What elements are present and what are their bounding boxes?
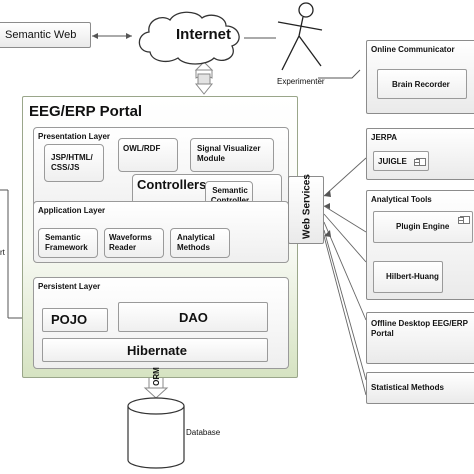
left-fragment-label: rt	[0, 248, 5, 257]
portal-box: EEG/ERP Portal Presentation Layer JSP/HT…	[22, 96, 298, 378]
jsp-label: JSP/HTML/ CSS/JS	[51, 153, 93, 172]
statistical-methods-box: Statistical Methods	[366, 372, 474, 404]
owl-rdf-label: OWL/RDF	[123, 144, 161, 153]
dao-label: DAO	[179, 310, 208, 325]
plugin-engine-label: Plugin Engine	[396, 222, 450, 231]
waveforms-reader-label: Waveforms Reader	[109, 233, 152, 252]
brain-recorder-box: Brain Recorder	[377, 69, 467, 99]
web-services-links	[323, 157, 367, 396]
semantic-framework-label: Semantic Framework	[45, 233, 88, 252]
signal-visualizer-box: Signal Visualizer Module	[190, 138, 274, 172]
experimenter-figure	[277, 2, 323, 71]
analytical-methods-box: Analytical Methods	[170, 228, 230, 258]
brain-recorder-label: Brain Recorder	[392, 80, 450, 89]
offline-desktop-box: Offline Desktop EEG/ERP Portal	[366, 312, 474, 364]
controllers-label: Controllers	[137, 177, 207, 192]
analytical-tools-title: Analytical Tools	[371, 195, 432, 204]
juigle-box: JUIGLE	[373, 151, 429, 171]
signal-visualizer-label: Signal Visualizer Module	[197, 144, 261, 163]
semantic-controller-label: Semantic Controller	[211, 186, 249, 205]
portal-title: EEG/ERP Portal	[29, 103, 143, 120]
jsp-box: JSP/HTML/ CSS/JS	[44, 144, 104, 182]
semantic-web-box: Semantic Web	[0, 22, 91, 48]
persistent-layer-title: Persistent Layer	[38, 282, 101, 291]
statistical-methods-label: Statistical Methods	[371, 383, 444, 392]
web-services-box: Web Services	[288, 174, 324, 244]
orm-label: ORM	[151, 367, 161, 386]
presentation-layer-title: Presentation Layer	[38, 132, 111, 141]
semantic-framework-box: Semantic Framework	[38, 228, 98, 258]
jerpa-title: JERPA	[371, 133, 398, 142]
juigle-label: JUIGLE	[378, 157, 407, 166]
component-icon	[458, 216, 470, 224]
internet-label: Internet	[176, 26, 232, 43]
plugin-engine-box: Plugin Engine	[373, 211, 473, 243]
waveforms-reader-box: Waveforms Reader	[104, 228, 164, 258]
component-icon	[414, 158, 426, 166]
jerpa-box: JERPA JUIGLE	[366, 128, 474, 180]
online-communicator-box: Online Communicator Brain Recorder	[366, 40, 474, 114]
offline-desktop-label: Offline Desktop EEG/ERP Portal	[371, 319, 468, 338]
hilbert-huang-label: Hilbert-Huang	[386, 272, 439, 281]
online-communicator-title: Online Communicator	[371, 45, 455, 54]
application-layer-box: Application Layer Semantic Framework Wav…	[33, 201, 289, 263]
hibernate-label: Hibernate	[127, 343, 187, 358]
analytical-methods-label: Analytical Methods	[177, 233, 215, 252]
hibernate-box: Hibernate	[42, 338, 268, 362]
database-cylinder	[127, 397, 185, 469]
application-layer-title: Application Layer	[38, 206, 106, 215]
hilbert-huang-box: Hilbert-Huang	[373, 261, 443, 293]
dao-box: DAO	[118, 302, 268, 332]
web-services-label: Web Services	[301, 174, 313, 239]
internet-cloud-icon	[138, 11, 240, 65]
database-label: Database	[186, 428, 221, 437]
analytical-tools-box: Analytical Tools Plugin Engine Hilbert-H…	[366, 190, 474, 300]
internet-portal-arrow	[194, 61, 214, 95]
semantic-web-label: Semantic Web	[5, 29, 77, 41]
owl-rdf-box: OWL/RDF	[118, 138, 178, 172]
pojo-label: POJO	[51, 312, 88, 327]
persistent-layer-box: Persistent Layer POJO DAO Hibernate	[33, 277, 289, 369]
experimenter-label: Experimenter	[277, 77, 325, 86]
pojo-box: POJO	[42, 308, 108, 332]
semantic-web-arrow	[92, 33, 132, 39]
